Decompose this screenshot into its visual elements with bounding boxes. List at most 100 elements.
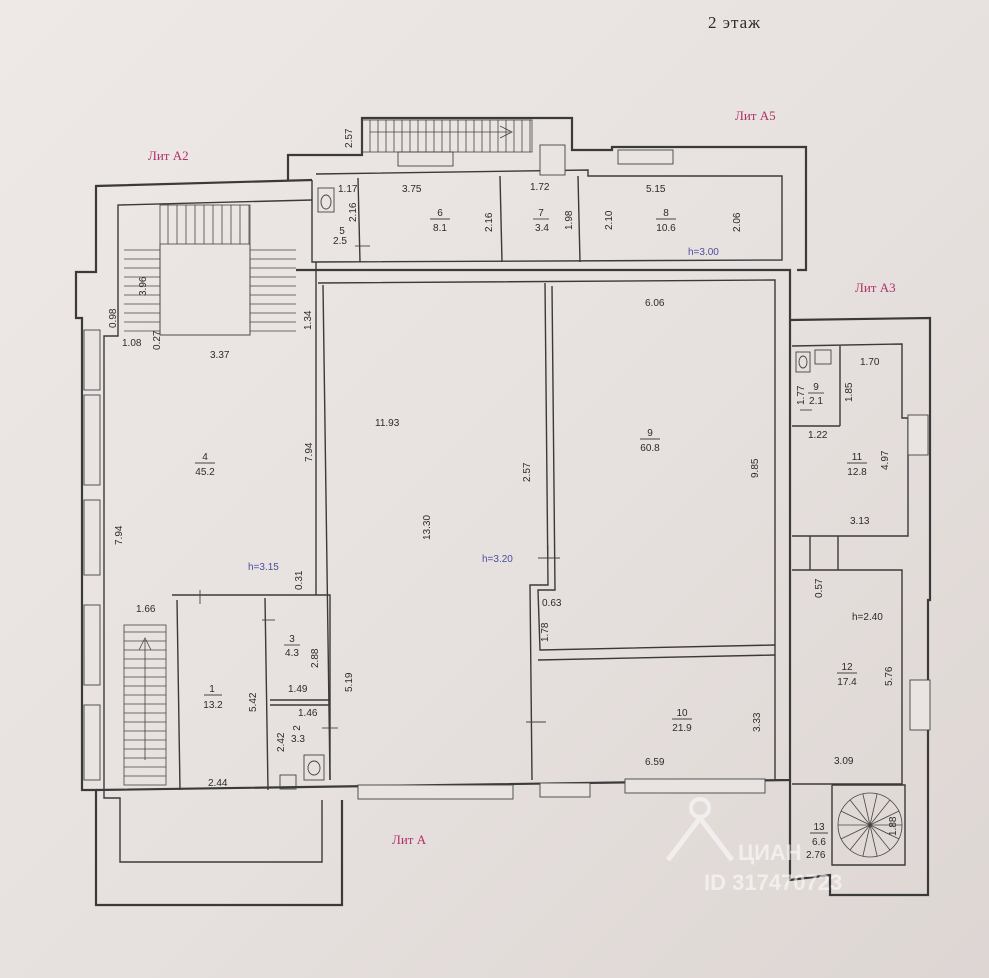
window-left-1 (83, 329, 101, 391)
height-right: h=2.40 (852, 612, 883, 623)
dim: 1.72 (530, 182, 550, 193)
toilet-icon (795, 349, 832, 373)
wall-7-8 (577, 175, 581, 263)
svg-text:2.5: 2.5 (333, 236, 347, 247)
wall-hall-9 (529, 282, 549, 781)
outer-walls (74, 116, 932, 907)
svg-text:10: 10 (676, 708, 688, 719)
dim: 1.22 (808, 430, 828, 441)
svg-text:2.1: 2.1 (809, 396, 823, 407)
stair-spiral (837, 792, 903, 858)
main-hall-inner-wall (317, 279, 776, 780)
wall-9-10 (537, 654, 776, 661)
room-3-label: 3 4.3 (284, 634, 300, 659)
dim: 1.34 (303, 310, 314, 330)
svg-text:45.2: 45.2 (195, 467, 215, 478)
watermark-id: ID 317470723 (704, 870, 842, 895)
svg-text:6.6: 6.6 (812, 837, 826, 848)
svg-text:9: 9 (813, 382, 819, 393)
stair-tread (869, 793, 878, 826)
svg-text:6: 6 (437, 208, 443, 219)
dim: 2.42 (276, 732, 287, 752)
room-labels: 1 13.2 2 3.3 3 4.3 4 45.2 5 2.5 6 8.1 7 (195, 208, 867, 848)
room-9-small-label: 9 2.1 (808, 382, 824, 407)
svg-text:10.6: 10.6 (656, 223, 676, 234)
labels: 2 этаж Лит А2 Лит А5 Лит А3 Лит А h=3.20… (148, 13, 896, 847)
wall-1-3 (264, 597, 269, 791)
svg-text:11: 11 (852, 452, 863, 463)
window-left-5 (83, 704, 101, 781)
room-12-label: 12 17.4 (837, 662, 857, 688)
stair-tread (869, 824, 878, 857)
window-bottom-1 (357, 784, 514, 800)
dim: 0.31 (294, 570, 305, 590)
svg-text:9: 9 (647, 428, 653, 439)
stair-tread (862, 824, 871, 857)
toilet-icon (317, 187, 335, 213)
window-left-4 (83, 604, 101, 686)
height-top: h=3.00 (688, 247, 719, 258)
dim: 1.49 (288, 684, 308, 695)
svg-text:8.1: 8.1 (433, 223, 447, 234)
dim: 7.94 (114, 525, 125, 545)
dim: 2.44 (208, 778, 228, 789)
svg-text:13: 13 (813, 822, 825, 833)
dim: 2.57 (522, 462, 533, 482)
dim: 11.93 (375, 418, 400, 429)
cian-logo-icon (666, 797, 734, 862)
stair-tread (869, 799, 891, 826)
height-left: h=3.15 (248, 562, 279, 573)
svg-text:1: 1 (209, 684, 215, 695)
dim: 1.08 (122, 338, 142, 349)
litera-a2: Лит А2 (148, 148, 189, 163)
dim: 2.06 (732, 212, 743, 232)
window-top-1 (397, 151, 454, 167)
dim: 1.66 (136, 604, 156, 615)
dimension-labels: 2.57 1.17 3.75 1.72 5.15 2.16 2.16 1.98 … (108, 128, 899, 861)
room-6-label: 6 8.1 (430, 208, 450, 234)
dim: 1.98 (564, 210, 575, 230)
litera-a5: Лит А5 (735, 108, 776, 123)
dim: 1.85 (844, 382, 855, 402)
room-10-label: 10 21.9 (672, 708, 692, 734)
window-left-3 (83, 499, 101, 576)
stair-tread (849, 799, 871, 826)
dim: 6.06 (645, 298, 665, 309)
room-1-label: 1 13.2 (203, 684, 223, 711)
window-top-2 (617, 149, 674, 165)
window-right-2 (909, 679, 931, 731)
stair-tread (840, 824, 871, 840)
stair-tread (849, 824, 871, 851)
dim: 2.88 (310, 648, 321, 668)
dim: 3.37 (210, 350, 230, 361)
watermark: ЦИАН ID 317470723 (666, 797, 842, 895)
dim: 0.57 (814, 578, 825, 598)
top-block-inner-wall (311, 169, 783, 263)
dim: 5.19 (344, 672, 355, 692)
wall-hall-left (322, 284, 331, 781)
svg-text:12.8: 12.8 (847, 467, 867, 478)
svg-text:21.9: 21.9 (672, 723, 692, 734)
stair-top-exterior (361, 119, 533, 153)
dim: 9.85 (750, 458, 761, 478)
door-marks (199, 245, 812, 729)
dim: 2.76 (806, 850, 826, 861)
dim: 5.15 (646, 184, 666, 195)
room-2-label: 2 3.3 (291, 725, 305, 745)
dim: 4.97 (880, 450, 891, 470)
right-wing-wall (788, 316, 932, 897)
room-4-label: 4 45.2 (195, 452, 215, 478)
window-bottom-3 (624, 778, 766, 794)
stair-tread (869, 824, 891, 851)
litera-a: Лит А (392, 832, 427, 847)
room13-wall (831, 784, 906, 866)
dim: 1.17 (338, 184, 358, 195)
svg-text:17.4: 17.4 (837, 677, 857, 688)
wall-block-1-3 (172, 594, 331, 780)
dim: 2.16 (484, 212, 495, 232)
svg-text:60.8: 60.8 (640, 443, 660, 454)
partitions (172, 175, 841, 791)
dim: 1.46 (298, 708, 318, 719)
